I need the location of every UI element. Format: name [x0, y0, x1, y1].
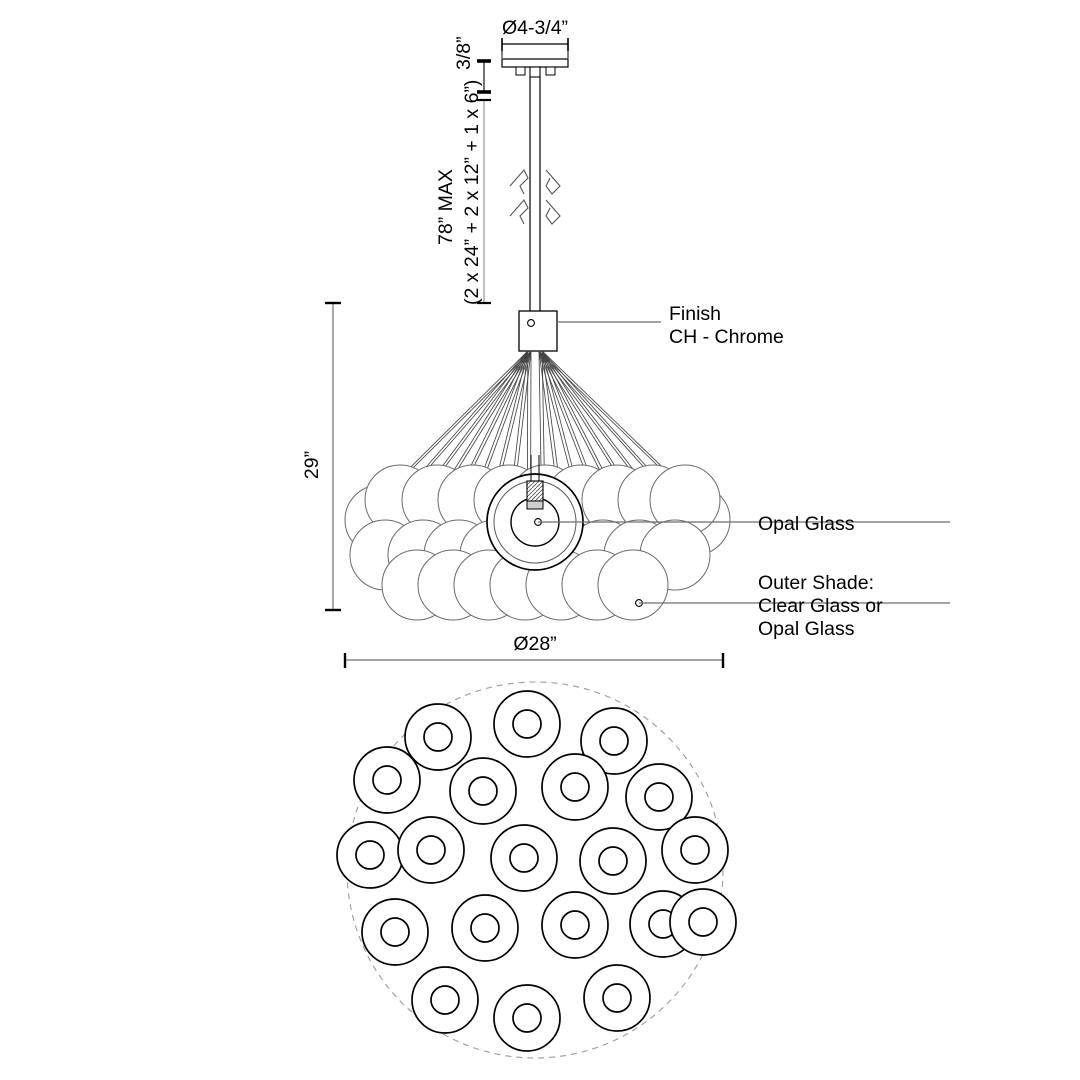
- callout-outer-shade-line-1: Outer Shade:: [758, 572, 874, 594]
- plan-ring: [336, 821, 404, 889]
- canopy-plate: [501, 58, 569, 78]
- callout-finish: Finish CH - Chrome: [669, 303, 784, 348]
- callout-outer-shade-line-2: Clear Glass or: [758, 595, 883, 617]
- plan-ring-inner: [560, 772, 590, 802]
- plan-ring: [404, 703, 472, 771]
- plan-ring: [541, 753, 609, 821]
- center-sphere-detail: [486, 455, 584, 571]
- callout-opal-glass-line-1: Opal Glass: [758, 513, 855, 535]
- plan-ring-inner: [509, 843, 539, 873]
- plan-ring-inner: [380, 917, 410, 947]
- plan-ring: [669, 888, 737, 956]
- plan-ring: [625, 763, 693, 831]
- plan-ring: [411, 966, 479, 1034]
- shade-sphere: [597, 549, 669, 621]
- plan-ring: [449, 757, 517, 825]
- plan-ring: [451, 894, 519, 962]
- plan-ring: [493, 984, 561, 1052]
- plan-ring: [583, 964, 651, 1032]
- plan-ring-inner: [688, 907, 718, 937]
- plan-boundary-circle: [346, 681, 724, 1059]
- callout-finish-line-1: Finish: [669, 303, 721, 325]
- plan-ring-inner: [560, 910, 590, 940]
- canopy-diameter-dimension: Ø4-3/4”: [501, 17, 569, 58]
- plan-ring: [661, 816, 729, 884]
- fixture-height-dimension: 29”: [301, 301, 341, 612]
- plan-ring: [397, 816, 465, 884]
- drop-max-label: 78” MAX: [435, 169, 457, 245]
- callout-opal-glass: Opal Glass: [758, 513, 855, 535]
- stem-break-marks: [509, 169, 561, 225]
- canopy-thickness-dimension: 3/8”: [453, 36, 491, 94]
- callout-outer-shade-line-3: Opal Glass: [758, 618, 855, 640]
- plan-ring-inner: [644, 782, 674, 812]
- drop-breakdown-label: (2 x 24” + 2 x 12” + 1 x 6”): [461, 80, 483, 305]
- plan-ring: [361, 898, 429, 966]
- plan-ring: [493, 690, 561, 758]
- callout-finish-line-2: CH - Chrome: [669, 326, 784, 348]
- plan-ring-inner: [355, 840, 385, 870]
- plan-ring-inner: [470, 913, 500, 943]
- plan-ring-inner: [680, 835, 710, 865]
- plan-ring-inner: [430, 985, 460, 1015]
- plan-ring: [579, 827, 647, 895]
- stem-downrod: [529, 77, 541, 312]
- fixture-height-label: 29”: [301, 451, 323, 479]
- fixture-diameter-dimension: Ø28”: [343, 633, 725, 668]
- plan-ring-inner: [599, 726, 629, 756]
- drop-max-dimension: 78” MAX (2 x 24” + 2 x 12” + 1 x 6”): [435, 80, 491, 305]
- callout-leader-lines: [538, 321, 950, 604]
- plan-ring: [490, 824, 558, 892]
- plan-ring-inner: [512, 1003, 542, 1033]
- junction-box: [518, 310, 558, 352]
- plan-view-rings: [336, 690, 737, 1052]
- plan-ring-inner: [602, 983, 632, 1013]
- plan-ring-inner: [416, 835, 446, 865]
- plan-ring-inner: [372, 765, 402, 795]
- canopy-diameter-label: Ø4-3/4”: [502, 17, 568, 39]
- plan-ring-inner: [512, 709, 542, 739]
- plan-ring-inner: [468, 776, 498, 806]
- canopy-thickness-label: 3/8”: [453, 36, 475, 70]
- fixture-diameter-label: Ø28”: [513, 633, 556, 655]
- plan-ring-inner: [598, 846, 628, 876]
- plan-ring: [580, 707, 648, 775]
- plan-ring: [541, 891, 609, 959]
- plan-ring-inner: [423, 722, 453, 752]
- plan-ring: [353, 746, 421, 814]
- callout-outer-shade: Outer Shade: Clear Glass or Opal Glass: [758, 572, 883, 640]
